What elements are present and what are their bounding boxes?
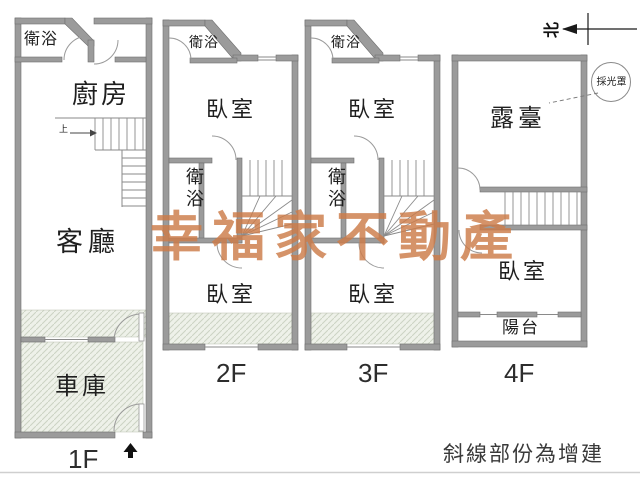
- stairs: [504, 192, 578, 225]
- hatched-addition-area: [168, 312, 293, 345]
- room-label-bath-mid-3f: 衛浴: [325, 167, 346, 211]
- door-arc: [216, 242, 243, 269]
- stairs-up-arrow: [70, 129, 97, 137]
- door-leaf: [138, 403, 145, 432]
- room-label-bedroom-top-3f: 臥室: [348, 98, 399, 123]
- room-label-living-1f: 客廳: [56, 227, 120, 258]
- hatched-addition-area: [20, 309, 147, 338]
- wall: [291, 54, 299, 351]
- addition-note: 斜線部份為增建: [443, 442, 604, 466]
- room-label-terrace-4f: 露臺: [490, 104, 546, 132]
- wall: [257, 343, 299, 351]
- room-label-balcony-4f: 陽台: [502, 318, 540, 338]
- room-label-bath-1f: 衛浴: [24, 29, 59, 48]
- room-label-bedroom-bottom-2f: 臥室: [206, 283, 257, 308]
- door-arc: [211, 135, 237, 161]
- door-leaf: [138, 312, 145, 342]
- wall: [162, 343, 206, 351]
- wall: [451, 54, 459, 348]
- door-arc: [63, 35, 89, 61]
- floor-label-3f: 3F: [358, 358, 389, 388]
- wall: [479, 186, 588, 193]
- wall: [457, 311, 481, 318]
- wall: [93, 17, 153, 25]
- floor-label-2f: 2F: [216, 358, 247, 388]
- wall: [162, 19, 206, 27]
- room-label-garage-1f: 車庫: [55, 372, 109, 400]
- entrance-arrow: [123, 443, 138, 458]
- floor-plan-1f: [14, 17, 153, 458]
- stairs: [241, 160, 293, 237]
- skylight-leader-line: [548, 92, 599, 104]
- north-arrowhead: [562, 24, 577, 34]
- wall: [557, 311, 582, 318]
- door-arc: [113, 313, 143, 342]
- floor-label-1f: 1F: [68, 444, 99, 474]
- wall: [14, 431, 116, 439]
- wall: [142, 431, 153, 439]
- wall: [168, 237, 243, 244]
- door-arc: [113, 403, 143, 432]
- wall: [14, 17, 66, 25]
- door-arc: [93, 39, 119, 65]
- hatched-addition-area: [20, 341, 144, 433]
- stairs: [94, 118, 146, 207]
- wall: [14, 56, 63, 63]
- north-indicator: [562, 13, 637, 45]
- skylight-callout-circle: [591, 62, 631, 102]
- wall: [580, 54, 588, 348]
- wall: [20, 336, 46, 343]
- wall: [451, 54, 588, 62]
- floor-label-4f: 4F: [504, 358, 535, 388]
- wall: [275, 54, 299, 62]
- floor-plan-2f: [162, 19, 299, 351]
- wall: [14, 17, 22, 439]
- door-arc: [457, 167, 481, 191]
- room-label-bedroom-4f: 臥室: [498, 260, 549, 285]
- wall: [87, 39, 95, 63]
- wall: [162, 19, 170, 351]
- room-label-kitchen-1f: 廚房: [72, 80, 131, 110]
- room-label-bedroom-top-2f: 臥室: [206, 98, 257, 123]
- wall: [451, 340, 588, 348]
- room-label-bath-top-2f: 衛浴: [189, 35, 219, 51]
- wall: [479, 224, 588, 231]
- floor-plan-4f: [451, 54, 631, 348]
- skylight-label: 採光罩: [596, 77, 627, 88]
- wall: [168, 157, 213, 164]
- door-arc: [458, 229, 483, 254]
- wall: [496, 311, 538, 318]
- room-label-bath-mid-2f: 衛浴: [183, 167, 204, 211]
- watermark-brand-text: 幸福家不動產: [150, 206, 522, 268]
- wall: [87, 336, 116, 343]
- stairs-up-label-1f: 上: [59, 125, 69, 135]
- north-label: 北: [542, 21, 562, 39]
- wall: [189, 57, 238, 64]
- room-label-bath-top-3f: 衛浴: [331, 35, 361, 51]
- room-label-bedroom-bottom-3f: 臥室: [348, 283, 399, 308]
- door-arc: [168, 37, 192, 61]
- wall: [114, 56, 147, 63]
